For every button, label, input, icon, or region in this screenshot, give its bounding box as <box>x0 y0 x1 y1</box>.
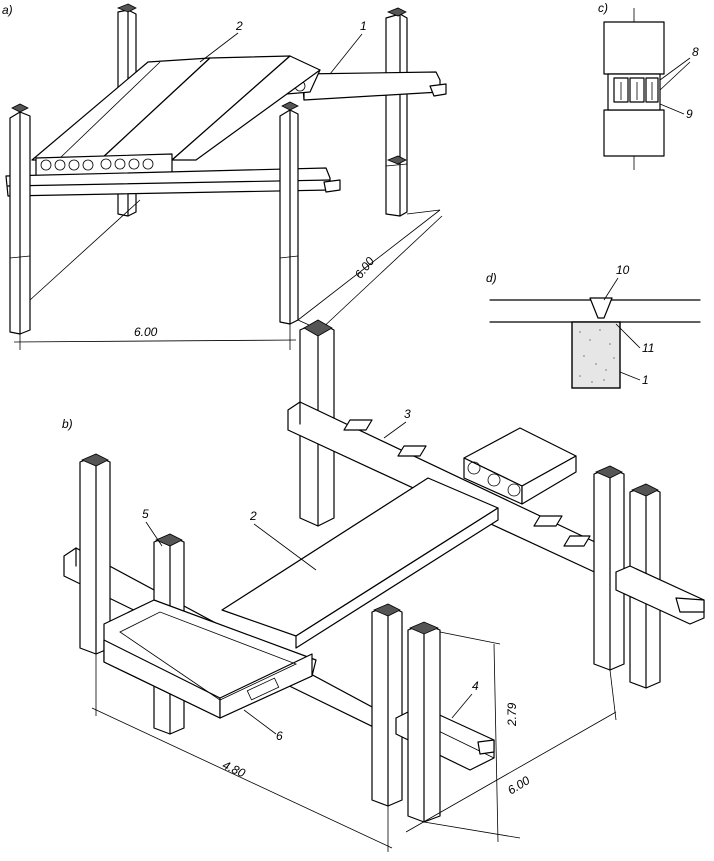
callout-b-4: 4 <box>472 679 479 693</box>
callout-d-1: 1 <box>642 373 649 387</box>
panel-d-label: d) <box>486 271 497 285</box>
callout-a-1: 1 <box>360 19 367 33</box>
callout-d-10: 10 <box>616 263 630 277</box>
panel-c-label: c) <box>598 1 608 15</box>
panel-a-frame-drawing <box>5 3 447 350</box>
slab-hollow-cores-front <box>40 158 154 171</box>
panel-b-label: b) <box>62 417 73 431</box>
callout-c-9: 9 <box>686 107 693 121</box>
dim-b-height: 2.79 <box>505 702 519 727</box>
callout-d-11: 11 <box>642 341 654 355</box>
callout-c-8: 8 <box>692 45 699 59</box>
callout-b-2: 2 <box>249 509 257 523</box>
dim-b-width: 4.80 <box>220 758 247 781</box>
panel-c-joint-detail <box>603 8 665 170</box>
panel-d-section-detail <box>489 297 701 389</box>
callout-a-2: 2 <box>235 19 243 33</box>
callout-b-3: 3 <box>404 407 411 421</box>
dim-a-width: 6.00 <box>134 325 158 339</box>
panel-a-label: a) <box>2 3 13 17</box>
dim-a-depth: 6.00 <box>352 254 378 281</box>
callout-b-5: 5 <box>142 507 149 521</box>
dim-b-depth: 6.00 <box>505 773 533 797</box>
panel-b-frame-drawing <box>63 319 705 852</box>
callout-b-6: 6 <box>276 729 283 743</box>
